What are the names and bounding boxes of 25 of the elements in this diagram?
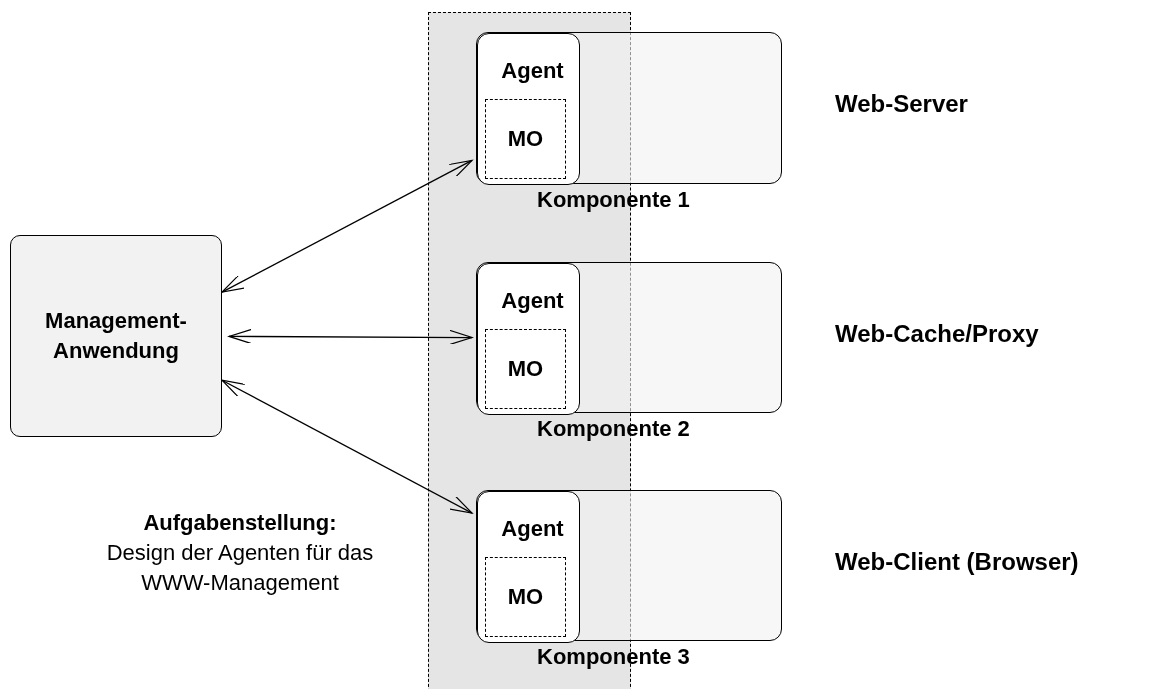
node-label: MO	[507, 125, 544, 153]
agent-box	[477, 491, 580, 643]
process-box	[10, 235, 222, 437]
managed-object-box	[485, 557, 566, 637]
node-label: Agent	[500, 57, 564, 85]
node-label: MO	[507, 355, 544, 383]
component-type-label: Web-Server	[835, 89, 968, 119]
component-type-label: Web-Client (Browser)	[835, 547, 1079, 577]
node-label: MO	[507, 583, 544, 611]
node-label: Agent	[500, 287, 564, 315]
node-label: Management-Anwendung	[44, 307, 188, 365]
double-arrow	[221, 379, 473, 514]
node-label: Agent	[500, 515, 564, 543]
component-caption: Komponente 1	[537, 186, 690, 214]
managed-object-box	[485, 99, 566, 179]
agent-box	[477, 33, 580, 185]
component-type-label: Web-Cache/Proxy	[835, 319, 1039, 349]
managed-object-box	[485, 329, 566, 409]
double-arrow	[221, 159, 473, 293]
agent-box	[477, 263, 580, 415]
task-description: Design der Agenten für das WWW-Management	[105, 539, 375, 597]
task-heading: Aufgabenstellung:	[143, 509, 337, 537]
double-arrow	[228, 328, 473, 346]
component-caption: Komponente 2	[537, 415, 690, 443]
component-caption: Komponente 3	[537, 643, 690, 671]
